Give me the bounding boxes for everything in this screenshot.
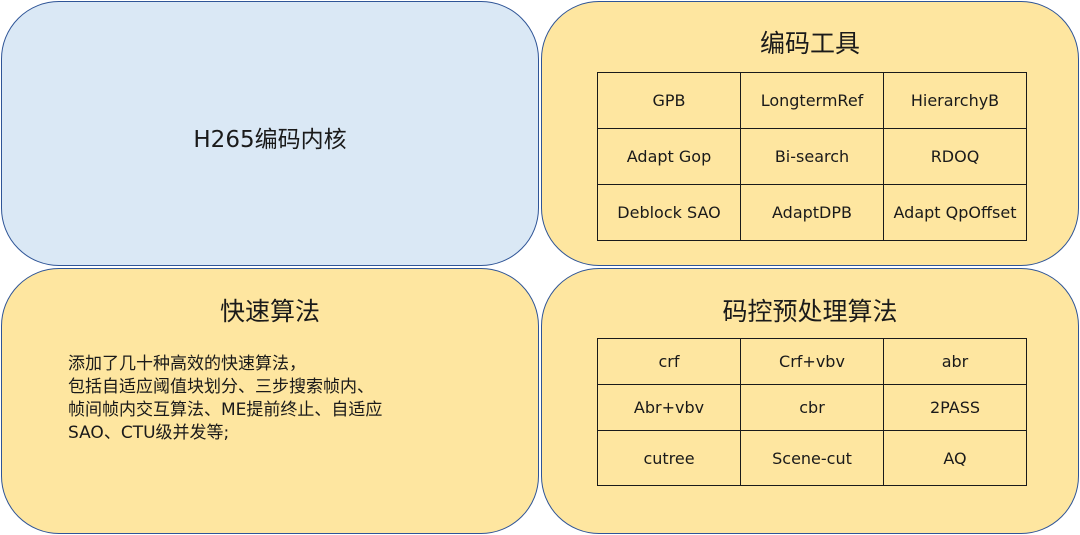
rc-cell: cutree (597, 430, 741, 486)
tool-cell: GPB (597, 72, 741, 129)
rate-control-table: crf Crf+vbv abr Abr+vbv cbr 2PASS cutree… (597, 338, 1027, 486)
tool-cell: RDOQ (883, 128, 1027, 185)
table-row: cutree Scene-cut AQ (597, 430, 1027, 486)
rate-control-title: 码控预处理算法 (722, 297, 898, 326)
rc-cell: 2PASS (883, 384, 1027, 431)
rc-cell: AQ (883, 430, 1027, 486)
encoding-tools-table: GPB LongtermRef HierarchyB Adapt Gop Bi-… (597, 72, 1027, 241)
rate-control-panel: 码控预处理算法 crf Crf+vbv abr Abr+vbv cbr 2PAS… (541, 268, 1079, 534)
fast-algorithm-panel: 快速算法 添加了几十种高效的快速算法， 包括自适应阈值块划分、三步搜索帧内、 帧… (1, 268, 539, 534)
tool-cell: Bi-search (740, 128, 884, 185)
core-panel-title: H265编码内核 (193, 127, 347, 153)
rc-cell: Scene-cut (740, 430, 884, 486)
description-line: 包括自适应阈值块划分、三步搜索帧内、 (68, 377, 374, 397)
tool-cell: Adapt Gop (597, 128, 741, 185)
tool-cell: Adapt QpOffset (883, 184, 1027, 241)
fast-algorithm-title: 快速算法 (219, 297, 320, 326)
table-row: Adapt Gop Bi-search RDOQ (597, 128, 1027, 185)
tool-cell: AdaptDPB (740, 184, 884, 241)
h265-core-panel: H265编码内核 (1, 1, 539, 266)
rc-cell: crf (597, 338, 741, 385)
encoding-tools-title: 编码工具 (759, 29, 860, 58)
table-row: GPB LongtermRef HierarchyB (597, 72, 1027, 129)
description-line: SAO、CTU级并发等; (68, 423, 230, 443)
rc-cell: abr (883, 338, 1027, 385)
encoding-tools-panel: 编码工具 GPB LongtermRef HierarchyB Adapt Go… (541, 1, 1079, 266)
rc-cell: Crf+vbv (740, 338, 884, 385)
description-line: 帧间帧内交互算法、ME提前终止、自适应 (68, 400, 383, 420)
fast-algorithm-description: 添加了几十种高效的快速算法， 包括自适应阈值块划分、三步搜索帧内、 帧间帧内交互… (68, 353, 488, 445)
tool-cell: HierarchyB (883, 72, 1027, 129)
table-row: Deblock SAO AdaptDPB Adapt QpOffset (597, 184, 1027, 241)
tool-cell: Deblock SAO (597, 184, 741, 241)
rc-cell: cbr (740, 384, 884, 431)
table-row: crf Crf+vbv abr (597, 338, 1027, 385)
table-row: Abr+vbv cbr 2PASS (597, 384, 1027, 431)
tool-cell: LongtermRef (740, 72, 884, 129)
rc-cell: Abr+vbv (597, 384, 741, 431)
description-line: 添加了几十种高效的快速算法， (68, 354, 306, 374)
